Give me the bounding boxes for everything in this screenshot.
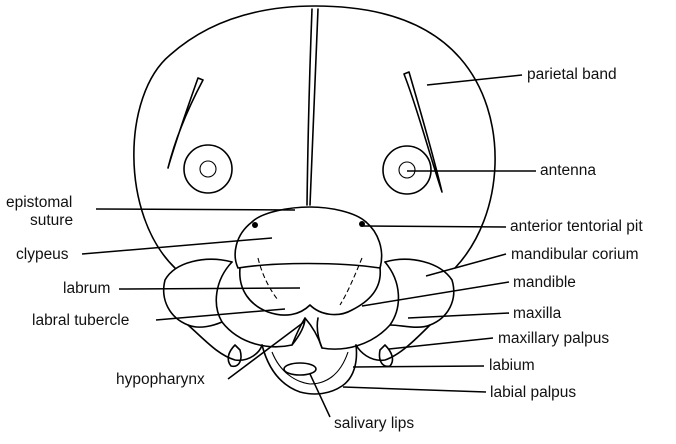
leader-epistomal-suture <box>96 209 295 210</box>
label-maxillary-palpus: maxillary palpus <box>498 330 609 347</box>
leader-labium <box>353 366 484 367</box>
epicranial-suture <box>307 9 318 205</box>
label-mandibular-corium: mandibular corium <box>511 246 639 263</box>
label-labral-tubercle: labral tubercle <box>32 312 129 329</box>
label-antenna: antenna <box>540 162 596 179</box>
mandible-right-outline <box>317 262 398 349</box>
label-clypeus: clypeus <box>16 246 69 263</box>
label-labial-palpus: labial palpus <box>490 384 576 401</box>
label-mandible: mandible <box>513 274 576 291</box>
label-parietal-band: parietal band <box>527 66 617 83</box>
label-anterior-tentorial-pit: anterior tentorial pit <box>510 218 643 235</box>
head-capsule-outline <box>134 6 495 268</box>
leader-clypeus <box>82 238 272 254</box>
maxillary-palpus-left <box>228 345 241 366</box>
leader-labial-palpus <box>343 387 486 392</box>
label-epistomal-line2: suture <box>30 212 73 229</box>
leader-maxillary-palpus <box>389 338 493 349</box>
label-maxilla: maxilla <box>513 305 561 322</box>
leader-parietal-band <box>427 75 522 85</box>
labium-outline <box>262 345 356 394</box>
salivary-lips-shape <box>284 363 316 375</box>
parietal-band-left <box>168 78 203 168</box>
leader-labrum <box>119 288 300 289</box>
anterior-tentorial-pit-left <box>252 222 258 228</box>
label-hypopharynx: hypopharynx <box>116 371 205 388</box>
leader-maxilla <box>408 313 509 318</box>
antenna-socket-right <box>383 146 431 194</box>
antenna-left <box>200 161 216 177</box>
clypeus-outline <box>235 222 381 268</box>
parietal-band-right <box>404 72 442 192</box>
leader-mandible <box>362 282 509 306</box>
label-epistomal-line1: epistomal <box>6 194 72 211</box>
mandible-left-outline <box>216 262 305 347</box>
label-labium: labium <box>489 357 535 374</box>
leader-anterior-tentorial-pit <box>362 226 506 227</box>
antenna-socket-left <box>184 145 232 193</box>
antenna-right <box>399 162 415 178</box>
labrum-outline <box>240 268 380 315</box>
label-labrum: labrum <box>63 280 110 297</box>
label-salivary-lips: salivary lips <box>334 415 414 432</box>
leader-mandibular-corium <box>426 254 506 276</box>
